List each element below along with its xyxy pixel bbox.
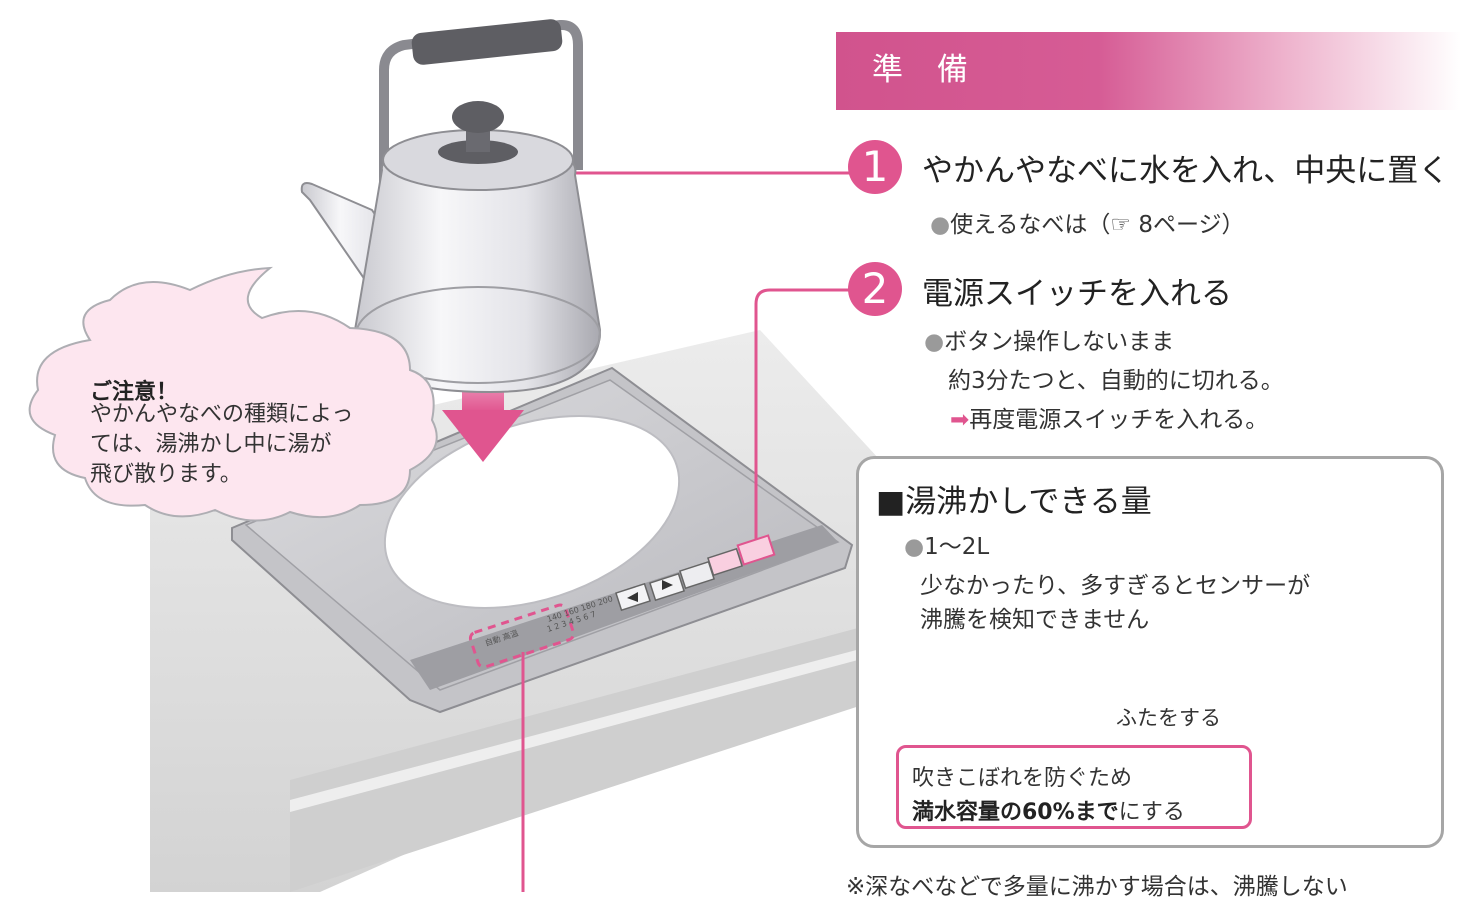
callout-strong-text: 満水容量の60%まで [912, 800, 1119, 825]
callout-line2: 満水容量の60%までにする [912, 794, 1185, 826]
capacity-paren-line2: 沸騰を検知できません [920, 607, 1150, 633]
step-1-badge: 1 [848, 140, 902, 194]
bullet-icon: ● [924, 329, 945, 355]
warning-body: やかんやなべの種類によっ ては、湯沸かし中に湯が 飛び散ります。 [90, 402, 354, 487]
kettle-large [300, 19, 602, 394]
lid-label: ふたをする [1116, 706, 1221, 730]
right-arrow-icon: ➡ [950, 407, 970, 433]
step-2-note-line1-text: ボタン操作しないまま [944, 329, 1175, 355]
capacity-paren-line1: 少なかったり、多すぎるとセンサーが [920, 573, 1311, 599]
capacity-title: ■湯沸かしできる量 [876, 484, 1152, 520]
warning-speech-cloud [28, 266, 438, 522]
step-2-title: 電源スイッチを入れる [922, 276, 1232, 312]
overflow-callout [896, 745, 1252, 829]
step-2-note-line3-text: 再度電源スイッチを入れる。 [969, 407, 1269, 433]
callout-tail-text: にする [1118, 800, 1185, 825]
step-2-note-line3: ➡再度電源スイッチを入れる。 [950, 400, 1268, 434]
warning-title: ご注意！ [90, 380, 179, 405]
step-2-badge: 2 [848, 262, 902, 316]
step-2-note-line2: 約3分たつと、自動的に切れる。 [948, 368, 1284, 394]
step-2-note-line1: ●ボタン操作しないまま [924, 322, 1174, 356]
section-header-bar [836, 32, 1461, 110]
bullet-icon: ● [904, 534, 925, 560]
step-1-note-text: 使えるなべは（☞ 8ページ） [950, 212, 1245, 238]
step-1-note: ●使えるなべは（☞ 8ページ） [930, 205, 1245, 239]
callout-line1: 吹きこぼれを防ぐため [912, 766, 1133, 791]
capacity-amount: ●1〜2L [904, 527, 989, 561]
bullet-icon: ● [930, 212, 951, 238]
step-1-title: やかんやなべに水を入れ、中央に置く [922, 153, 1450, 189]
section-title: 準 備 [872, 52, 980, 88]
induction-cooker: 自動 高温 140 160 180 200 1 2 3 4 5 6 7 [231, 366, 854, 714]
capacity-amount-text: 1〜2L [924, 534, 990, 560]
footnote: ※深なべなどで多量に沸かす場合は、沸騰しない [846, 874, 1348, 900]
